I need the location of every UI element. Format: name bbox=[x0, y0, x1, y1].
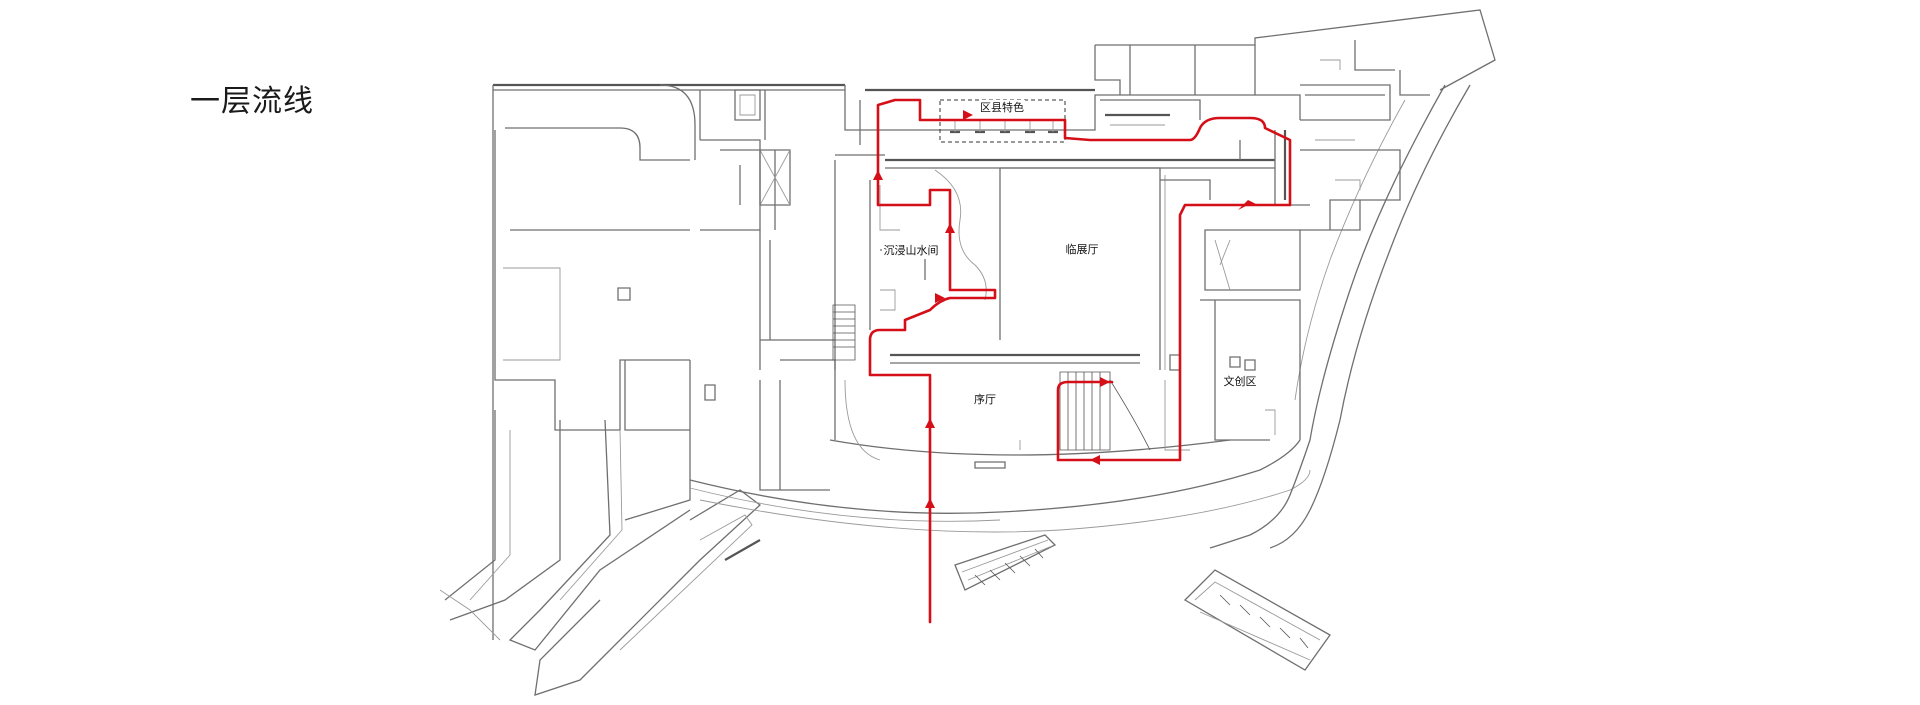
label-temporary-hall: 临展厅 bbox=[1066, 242, 1099, 256]
room-district-label: 区县特色 bbox=[980, 100, 1025, 116]
circulation-route bbox=[868, 98, 1292, 624]
room-immersive-label: 沉浸山水间 bbox=[882, 243, 940, 259]
arrow-left-bottom bbox=[1090, 455, 1100, 465]
room-preface-label: 序厅 bbox=[974, 392, 996, 406]
room-creative-label: 文创区 bbox=[1220, 374, 1260, 390]
arrow-up-entry-lower bbox=[925, 498, 935, 508]
arrow-up-left-corridor bbox=[873, 170, 883, 180]
label-immersive: 沉浸山水间 bbox=[884, 244, 939, 257]
building-outline bbox=[439, 9, 1496, 696]
central-block bbox=[617, 85, 1310, 490]
label-district: 区县特色 bbox=[980, 100, 1024, 114]
page-title: 一层流线 bbox=[190, 84, 314, 119]
display-cases bbox=[950, 120, 1058, 134]
arrow-up-immersive bbox=[945, 223, 955, 233]
arrow-right-lobby bbox=[935, 293, 945, 303]
arrow-right-stair bbox=[1100, 377, 1110, 387]
arrow-up-entry bbox=[925, 418, 935, 428]
label-creative: 文创区 bbox=[1224, 374, 1257, 388]
escalator-right bbox=[1183, 569, 1331, 671]
label-preface-hall: 序厅 bbox=[974, 392, 996, 406]
room-temporary-label: 临展厅 bbox=[1066, 242, 1099, 256]
escalator-center bbox=[954, 534, 1057, 591]
arrow-left-right-corridor bbox=[1238, 200, 1258, 210]
arrow-right-district bbox=[963, 110, 973, 120]
